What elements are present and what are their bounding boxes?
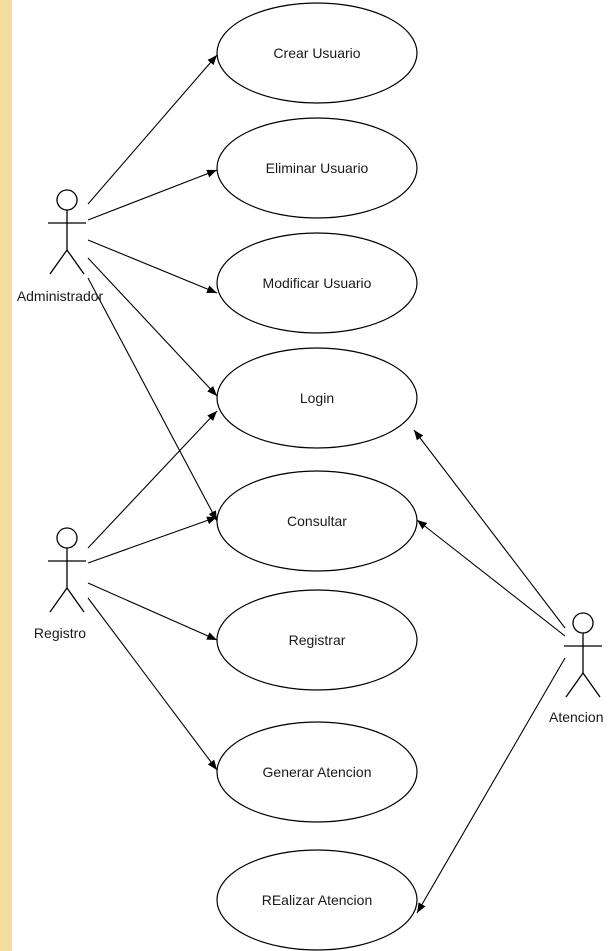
association-administrador-to-consultar [87, 277, 218, 522]
associations [87, 54, 566, 914]
use-case-label: Login [300, 390, 334, 406]
actor-head [56, 527, 78, 549]
actor-right-leg [66, 249, 85, 275]
association-registro-to-generar-atencion [87, 597, 218, 771]
use-case-ellipse[interactable] [216, 721, 418, 823]
use-case-label: Registrar [289, 632, 346, 648]
association-atencion-to-login [413, 429, 566, 629]
actor-label: Atencion [549, 709, 603, 725]
actor-registro[interactable]: Registro [34, 527, 86, 641]
use-case-label: Modificar Usuario [263, 275, 372, 291]
actor-head [56, 189, 78, 211]
use-case-eliminar-usuario[interactable]: Eliminar Usuario [216, 117, 418, 219]
actor-right-leg [66, 587, 85, 613]
actor-label: Registro [34, 625, 86, 641]
association-registro-to-login [87, 410, 218, 549]
use-case-modificar-usuario[interactable]: Modificar Usuario [216, 232, 418, 334]
use-case-consultar[interactable]: Consultar [216, 470, 418, 572]
use-case-ellipse[interactable] [216, 232, 418, 334]
association-administrador-to-login [87, 257, 218, 397]
actor-left-leg [565, 672, 584, 698]
association-administrador-to-modificar-usuario [87, 239, 218, 294]
use-case-ellipse[interactable] [216, 470, 418, 572]
actor-head [572, 612, 594, 634]
use-case-ellipse[interactable] [216, 589, 418, 691]
actor-administrador[interactable]: Administrador [17, 189, 104, 304]
use-case-ellipse[interactable] [216, 117, 418, 219]
use-case-login[interactable]: Login [216, 347, 418, 449]
actor-label: Administrador [17, 288, 104, 304]
use-case-label: REalizar Atencion [262, 892, 373, 908]
use-case-realizar-atencion[interactable]: REalizar Atencion [216, 849, 418, 951]
use-case-crear-usuario[interactable]: Crear Usuario [216, 2, 418, 104]
use-case-registrar[interactable]: Registrar [216, 589, 418, 691]
use-case-ellipse[interactable] [216, 347, 418, 449]
use-case-label: Crear Usuario [273, 45, 360, 61]
association-registro-to-registrar [87, 582, 218, 641]
actor-left-leg [49, 249, 68, 275]
actor-left-leg [49, 587, 68, 613]
association-administrador-to-crear-usuario [87, 54, 218, 205]
use-case-ellipse[interactable] [216, 2, 418, 104]
use-case-ellipse[interactable] [216, 849, 418, 951]
association-atencion-to-realizar-atencion [416, 657, 566, 914]
use-case-generar-atencion[interactable]: Generar Atencion [216, 721, 418, 823]
use-case-label: Consultar [287, 513, 347, 529]
association-administrador-to-eliminar-usuario [87, 169, 218, 221]
use-case-label: Generar Atencion [263, 764, 372, 780]
association-registro-to-consultar [87, 516, 218, 564]
use-case-label: Eliminar Usuario [266, 160, 369, 176]
actor-right-leg [582, 672, 601, 698]
association-atencion-to-consultar [416, 519, 566, 637]
actor-atencion[interactable]: Atencion [549, 612, 603, 725]
